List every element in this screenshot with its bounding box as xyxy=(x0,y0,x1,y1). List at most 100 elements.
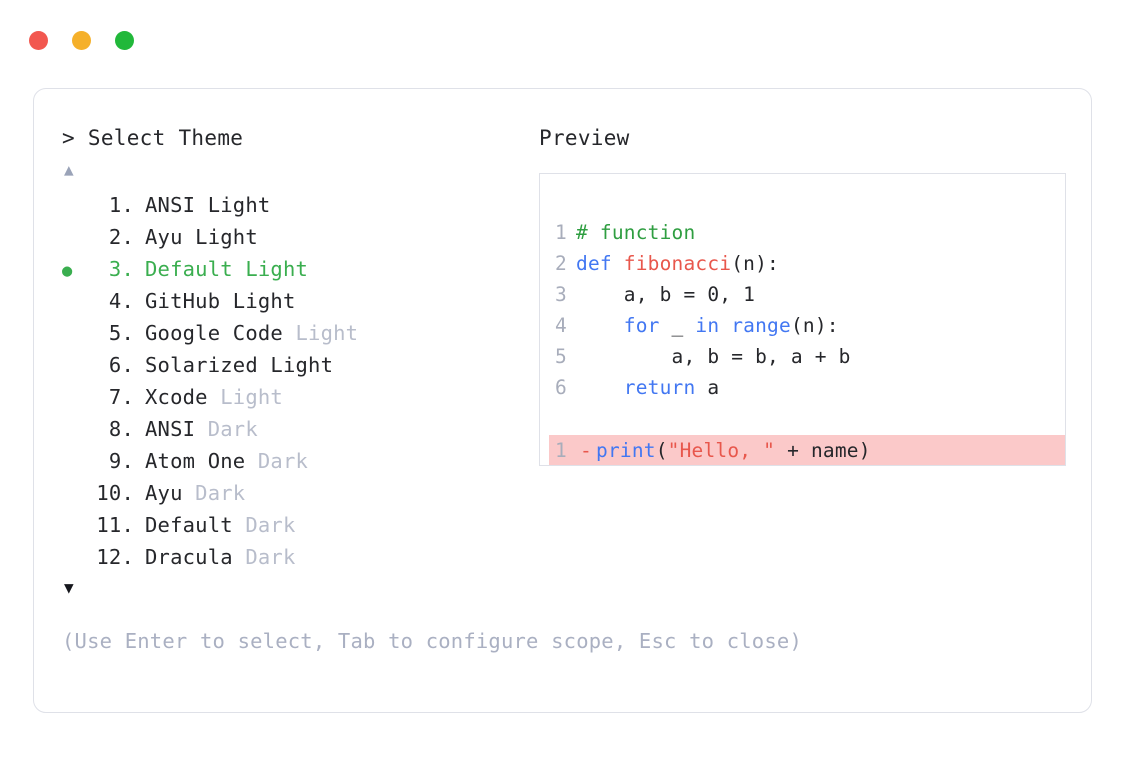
theme-item-index: 9. xyxy=(96,449,134,473)
theme-selector-pane: > Select Theme ▲ ● 1. ANSI Light ● 2. Ayu L… xyxy=(62,125,532,599)
code-token: (n): xyxy=(790,314,839,337)
theme-list: ● 1. ANSI Light ● 2. Ayu Light ● 3. Default L… xyxy=(62,189,532,573)
theme-list-item[interactable]: ● 3.Default Light xyxy=(62,253,532,285)
code-token: a xyxy=(695,376,720,399)
theme-item-index: 4. xyxy=(96,289,134,313)
code-token: ( xyxy=(655,439,668,462)
theme-item-name: GitHub Light xyxy=(145,289,296,313)
theme-list-item[interactable]: ● 2. Ayu Light xyxy=(62,221,532,253)
window-titlebar xyxy=(0,0,1129,76)
theme-item-name: Ayu Light xyxy=(145,225,258,249)
theme-list-item[interactable]: ● 9. Atom One Dark xyxy=(62,445,532,477)
theme-item-index: 1. xyxy=(96,193,134,217)
theme-list-item[interactable]: ● 1. ANSI Light xyxy=(62,189,532,221)
bullet-placeholder: ● xyxy=(62,191,88,223)
theme-item-name: Dracula xyxy=(145,545,233,569)
code-token: print xyxy=(596,439,656,462)
bullet-placeholder: ● xyxy=(62,447,88,479)
code-line-text: a, b = 0, 1 xyxy=(576,279,755,310)
bullet-placeholder: ● xyxy=(62,479,88,511)
theme-list-item[interactable]: ● 10. Ayu Dark xyxy=(62,477,532,509)
theme-list-item[interactable]: ● 12. Dracula Dark xyxy=(62,541,532,573)
code-line-text: for _ in range(n): xyxy=(576,310,839,341)
bullet-placeholder: ● xyxy=(62,287,88,319)
code-token: "Hello, " xyxy=(667,439,776,462)
code-line-number: 3 xyxy=(555,283,567,306)
window-maximize-button[interactable] xyxy=(115,31,134,50)
theme-item-variant-tag: Light xyxy=(207,385,283,409)
theme-item-name: Xcode xyxy=(145,385,208,409)
code-line-number: 1 xyxy=(555,221,567,244)
code-token: fibonacci xyxy=(623,252,732,275)
code-line-number: 2 xyxy=(555,252,567,275)
bullet-placeholder: ● xyxy=(62,319,88,351)
theme-item-name: Ayu xyxy=(145,481,183,505)
theme-item-variant-tag: Dark xyxy=(232,545,296,569)
bullet-placeholder: ● xyxy=(62,223,88,255)
diff-line-number: 1 xyxy=(555,439,567,462)
theme-list-item[interactable]: ● 5.Google Code Light xyxy=(62,317,532,349)
theme-item-variant-tag: Light xyxy=(282,321,359,345)
bullet-placeholder: ● xyxy=(62,543,88,575)
theme-item-name: Atom One xyxy=(145,449,246,473)
theme-item-name: Default xyxy=(145,513,233,537)
theme-list-item[interactable]: ● 6. Solarized Light xyxy=(62,349,532,381)
theme-item-index: 2. xyxy=(96,225,134,249)
theme-item-name: Default Light xyxy=(145,257,309,281)
bullet-placeholder: ● xyxy=(62,351,88,383)
theme-item-name: ANSI Light xyxy=(145,193,271,217)
theme-item-index: 10. xyxy=(96,481,134,505)
theme-item-index: 11. xyxy=(96,513,134,537)
code-token: + name) xyxy=(775,439,871,462)
theme-item-index: 3. xyxy=(96,257,134,281)
code-line: 1 # function xyxy=(549,217,1065,248)
theme-item-index: 12. xyxy=(96,545,134,569)
scroll-down-arrow-icon[interactable]: ▼ xyxy=(64,578,74,597)
theme-item-variant-tag: Dark xyxy=(245,449,309,473)
keyboard-hint-text: (Use Enter to select, Tab to configure s… xyxy=(62,629,802,653)
code-token: (n): xyxy=(731,252,779,275)
code-line: 5 a, b = b, a + b xyxy=(549,341,1065,372)
code-token: in range xyxy=(695,314,791,337)
theme-item-variant-tag: Dark xyxy=(182,481,246,505)
window-minimize-button[interactable] xyxy=(72,31,91,50)
code-line-number: 5 xyxy=(555,345,567,368)
bullet-placeholder: ● xyxy=(62,383,88,415)
scroll-up-arrow-icon[interactable]: ▲ xyxy=(64,160,74,179)
code-token: a, b = b, a + b xyxy=(576,345,851,368)
diff-line-del: 1-print("Hello, " + name) xyxy=(549,435,1065,465)
theme-item-name: ANSI xyxy=(145,417,196,441)
diff-sign: - xyxy=(580,439,592,462)
diff-line-text: print("Hello, " + name) xyxy=(596,435,871,465)
theme-item-variant-tag: Dark xyxy=(232,513,296,537)
code-token: def xyxy=(576,252,624,275)
theme-list-item[interactable]: ● 8. ANSI Dark xyxy=(62,413,532,445)
theme-list-item[interactable]: ● 11. Default Dark xyxy=(62,509,532,541)
code-line-number: 6 xyxy=(555,376,567,399)
theme-item-index: 8. xyxy=(96,417,134,441)
preview-label: Preview xyxy=(539,126,630,150)
code-line: 2 def fibonacci(n): xyxy=(549,248,1065,279)
theme-item-index: 6. xyxy=(96,353,134,377)
window-close-button[interactable] xyxy=(29,31,48,50)
code-token xyxy=(576,376,624,399)
code-token: for xyxy=(623,314,660,337)
code-token: # function xyxy=(576,221,696,244)
code-line: 3 a, b = 0, 1 xyxy=(549,279,1065,310)
bullet-placeholder: ● xyxy=(62,511,88,543)
code-line-text: # function xyxy=(576,217,695,248)
bullet-placeholder: ● xyxy=(62,415,88,447)
code-line: 4 for _ in range(n): xyxy=(549,310,1065,341)
theme-list-item[interactable]: ● 7.Xcode Light xyxy=(62,381,532,413)
theme-item-name: Solarized Light xyxy=(145,353,334,377)
theme-list-item[interactable]: ● 4. GitHub Light xyxy=(62,285,532,317)
select-theme-prompt: > Select Theme xyxy=(62,126,244,150)
code-token xyxy=(576,314,624,337)
diff-block: 1-print("Hello, " + name)1+print(f"Hello… xyxy=(549,435,1065,465)
theme-item-index: 5. xyxy=(96,321,134,345)
theme-item-variant-tag: Dark xyxy=(195,417,258,441)
code-line-number: 4 xyxy=(555,314,567,337)
